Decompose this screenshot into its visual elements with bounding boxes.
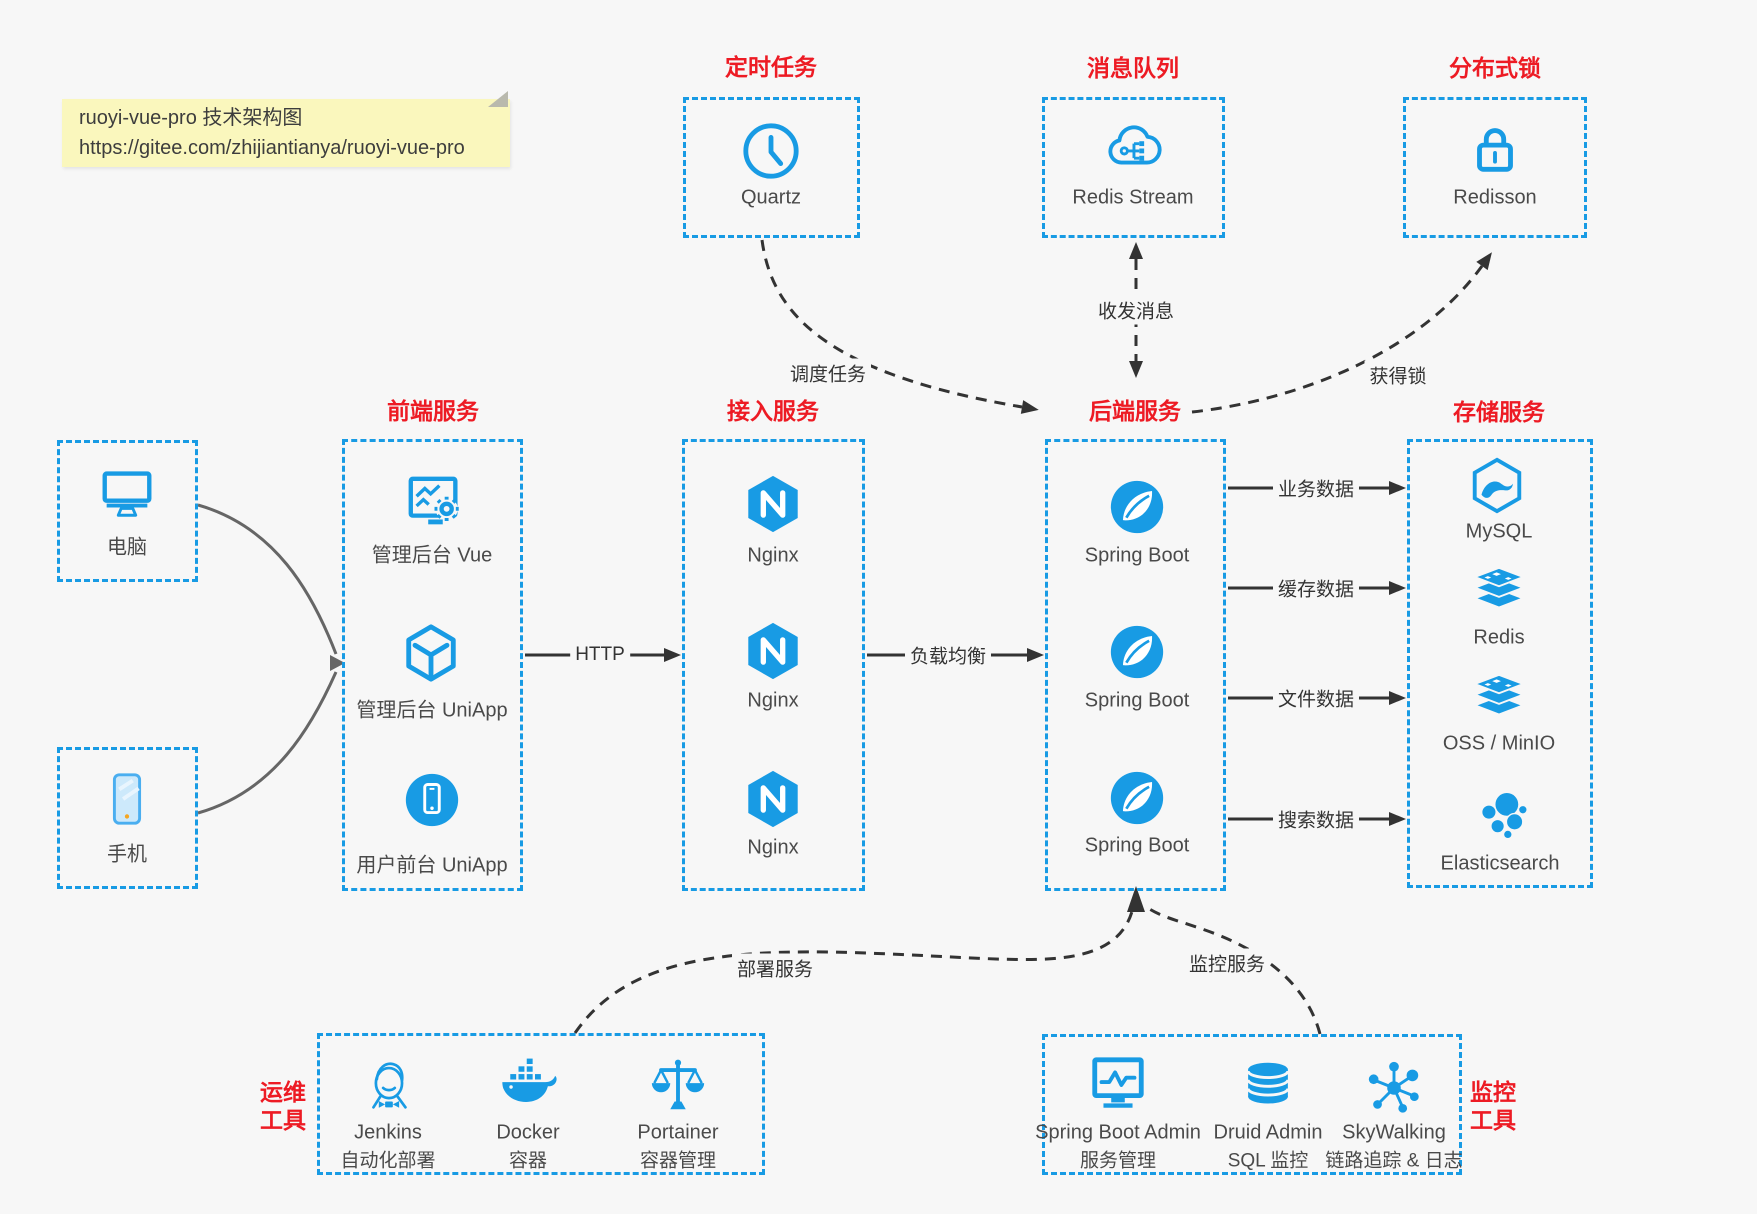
- node-label-portainer: Portainer: [637, 1121, 719, 1144]
- node-sublabel-druid-admin: SQL 监控: [1227, 1150, 1309, 1172]
- node-label-redis-stream: Redis Stream: [1072, 186, 1194, 209]
- mq-group-title: 消息队列: [1087, 55, 1179, 81]
- mq-group-box: [1042, 97, 1225, 238]
- sticky-note-fold: [488, 91, 508, 107]
- storage-group-box: [1407, 439, 1593, 888]
- sticky-note: ruoyi-vue-pro 技术架构图 https://gitee.com/zh…: [62, 91, 510, 167]
- scheduler-group-box: [683, 97, 860, 238]
- node-label-user-uniapp: 用户前台 UniApp: [356, 854, 508, 877]
- nginx-hexagon-icon: [742, 768, 804, 830]
- node-label-mysql: MySQL: [1465, 520, 1533, 543]
- pc-client-box: [57, 440, 198, 582]
- edge-label-schedule-job: 调度任务: [784, 358, 872, 388]
- admin-screen-gear-icon: [404, 473, 466, 535]
- backend-group-box: [1045, 439, 1226, 891]
- spring-leaf-icon: [1106, 476, 1168, 538]
- docker-whale-icon: [497, 1055, 559, 1117]
- node-label-spring-boot-2: Spring Boot: [1084, 689, 1190, 712]
- desktop-icon: [96, 461, 158, 523]
- client-arrowhead: [330, 655, 345, 671]
- edge-label-business-data: 业务数据: [1272, 473, 1360, 503]
- edge-label-acquire-lock: 获得锁: [1364, 360, 1432, 390]
- ops-title-line1: 运维: [260, 1079, 306, 1105]
- node-label-nginx-1: Nginx: [747, 544, 799, 567]
- scheduler-group-title: 定时任务: [725, 54, 817, 80]
- client-to-frontend-curves: [197, 503, 338, 815]
- node-sublabel-portainer: 容器管理: [639, 1150, 717, 1172]
- lock-group-box: [1403, 97, 1587, 238]
- spring-leaf-icon: [1106, 767, 1168, 829]
- database-cylinder-icon: [1237, 1056, 1299, 1118]
- node-sublabel-jenkins: 自动化部署: [340, 1150, 436, 1172]
- node-label-druid-admin: Druid Admin: [1213, 1121, 1323, 1144]
- monitoring-title-line2: 工具: [1470, 1107, 1516, 1133]
- node-label-admin-uniapp: 管理后台 UniApp: [356, 699, 508, 722]
- node-label-quartz: Quartz: [740, 186, 802, 209]
- node-label-nginx-3: Nginx: [747, 836, 799, 859]
- node-label-mobile: 手机: [107, 843, 147, 866]
- spring-leaf-icon: [1106, 621, 1168, 683]
- monitor-chart-icon: [1087, 1053, 1149, 1115]
- backend-group-title: 后端服务: [1089, 398, 1181, 424]
- lock-group-title: 分布式锁: [1449, 55, 1541, 81]
- elasticsearch-cluster-icon: [1471, 785, 1533, 847]
- node-label-spring-boot-3: Spring Boot: [1084, 834, 1190, 857]
- dashed-arrows: [573, 239, 1492, 1035]
- storage-group-title: 存储服务: [1453, 399, 1545, 425]
- node-label-pc: 电脑: [107, 536, 147, 559]
- note-url: https://gitee.com/zhijiantianya/ruoyi-vu…: [79, 137, 465, 159]
- edge-label-search-data: 搜索数据: [1272, 804, 1360, 834]
- edge-label-monitor-service: 监控服务: [1183, 948, 1271, 978]
- node-label-spring-boot-admin: Spring Boot Admin: [1035, 1121, 1201, 1144]
- monitoring-tools-group-title: 监控 工具: [1470, 1078, 1516, 1134]
- uniapp-cube-icon: [400, 622, 462, 684]
- ops-tools-group-title: 运维 工具: [260, 1078, 306, 1134]
- nginx-hexagon-icon: [742, 473, 804, 535]
- edge-label-send-receive-message: 收发消息: [1092, 295, 1180, 325]
- monitoring-tools-group-box: [1042, 1034, 1462, 1175]
- node-label-jenkins: Jenkins: [354, 1121, 422, 1144]
- node-label-redis: Redis: [1473, 626, 1525, 649]
- nginx-hexagon-icon: [742, 620, 804, 682]
- frontend-group-title: 前端服务: [387, 398, 479, 424]
- node-sublabel-spring-boot-admin: 服务管理: [1079, 1150, 1157, 1172]
- phone-icon: [96, 768, 158, 830]
- frontend-group-box: [342, 439, 523, 891]
- edge-label-cache-data: 缓存数据: [1272, 573, 1360, 603]
- jenkins-butler-icon: [357, 1055, 419, 1117]
- node-label-redisson: Redisson: [1453, 186, 1537, 209]
- monitoring-title-line1: 监控: [1470, 1079, 1516, 1105]
- node-label-spring-boot-1: Spring Boot: [1084, 544, 1190, 567]
- ops-title-line2: 工具: [260, 1107, 306, 1133]
- edge-label-http: HTTP: [570, 643, 630, 667]
- cloud-network-icon: [1102, 117, 1164, 179]
- node-graph-icon: [1363, 1056, 1425, 1118]
- backend-up-arrowhead: [1127, 886, 1145, 912]
- phone-client-box: [57, 747, 198, 889]
- node-label-nginx-2: Nginx: [747, 689, 799, 712]
- storage-stack-icon: [1468, 669, 1530, 731]
- node-label-oss-minio: OSS / MinIO: [1442, 732, 1556, 755]
- node-label-admin-vue: 管理后台 Vue: [371, 544, 493, 567]
- ops-tools-group-box: [317, 1033, 765, 1175]
- clock-icon: [740, 120, 802, 182]
- note-title: ruoyi-vue-pro 技术架构图: [79, 107, 303, 129]
- node-label-elasticsearch: Elasticsearch: [1440, 852, 1560, 875]
- lock-icon: [1464, 118, 1526, 180]
- access-group-box: [682, 439, 865, 891]
- node-label-skywalking: SkyWalking: [1342, 1121, 1446, 1144]
- node-label-docker: Docker: [496, 1121, 560, 1144]
- scales-icon: [647, 1055, 709, 1117]
- mysql-dolphin-icon: [1466, 455, 1528, 517]
- node-sublabel-docker: 容器: [508, 1150, 548, 1172]
- redis-stack-icon: [1468, 562, 1530, 624]
- node-sublabel-skywalking: 链路追踪 & 日志: [1325, 1150, 1463, 1172]
- edge-label-file-data: 文件数据: [1272, 683, 1360, 713]
- mobile-app-circle-icon: [401, 769, 463, 831]
- edge-label-load-balance: 负载均衡: [904, 640, 992, 670]
- edge-label-deploy-service: 部署服务: [731, 953, 819, 983]
- access-group-title: 接入服务: [727, 398, 819, 424]
